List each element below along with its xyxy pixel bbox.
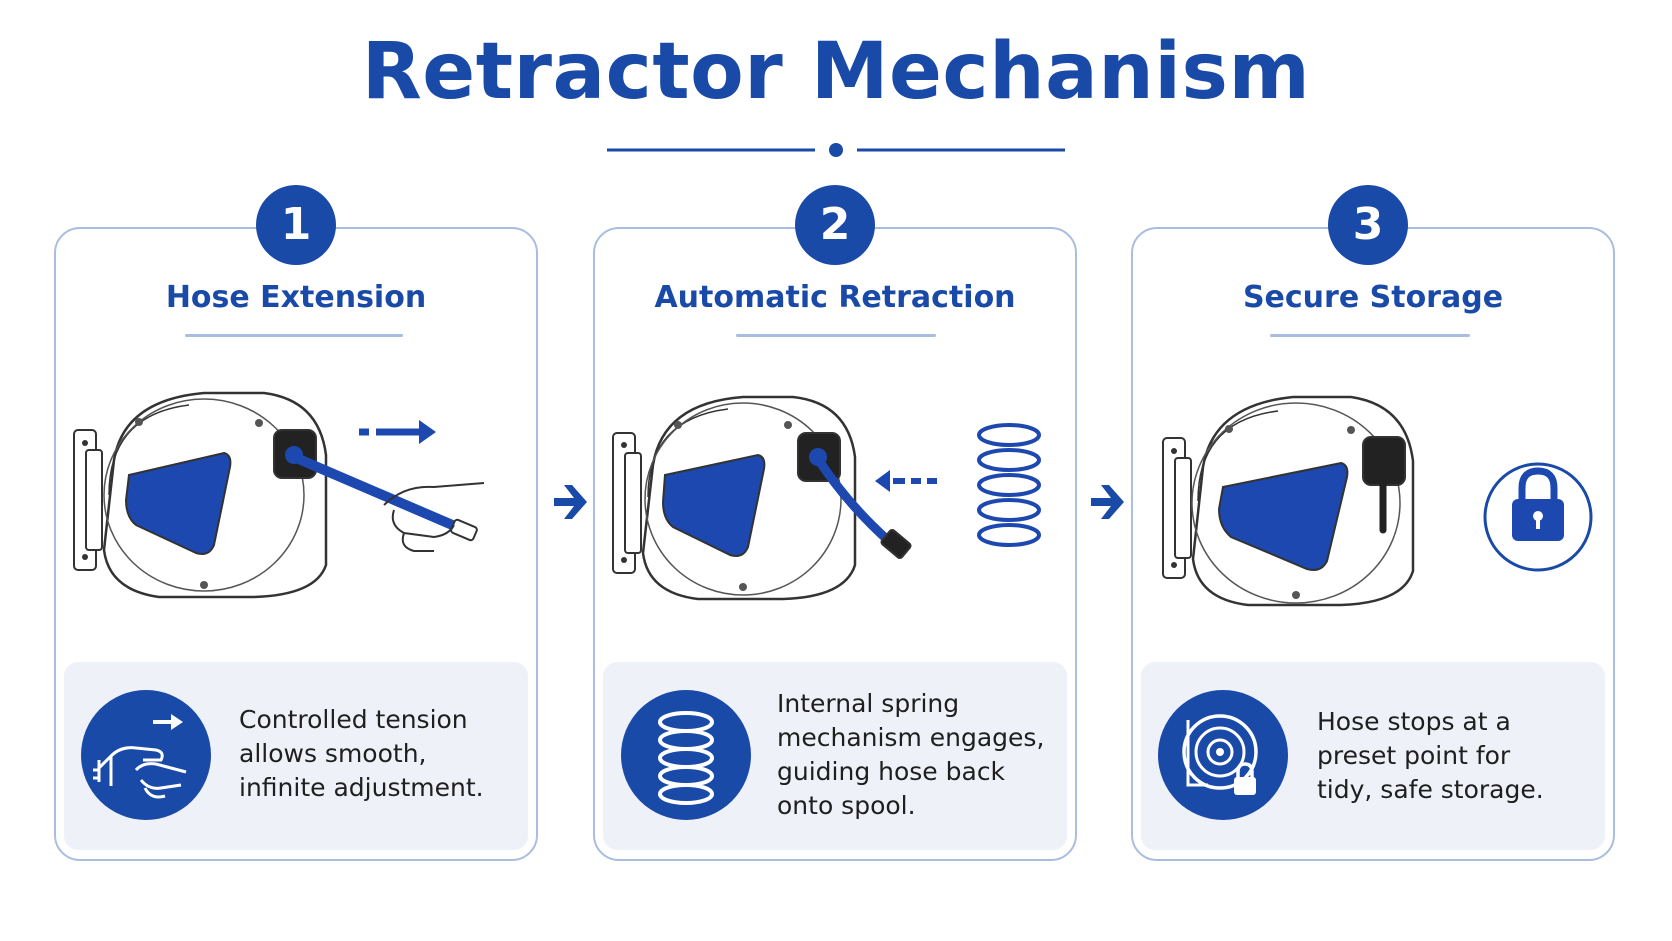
- reel-lock-icon: [1158, 690, 1288, 820]
- title-divider: [607, 143, 1065, 157]
- step-number-badge-2: 2: [795, 185, 875, 265]
- step-title-underline-3: [1270, 334, 1470, 337]
- step-number-badge-3: 3: [1328, 185, 1408, 265]
- description-line: allows smooth,: [239, 739, 427, 768]
- description-line: Hose stops at a: [1317, 707, 1511, 736]
- chevron-right-icon: [554, 485, 587, 519]
- step-number-badge-1: 1: [256, 185, 336, 265]
- hand-pull-icon: [81, 690, 211, 820]
- automatic-retraction-illustration: [612, 395, 1041, 601]
- spring-icon: [621, 690, 751, 820]
- step-title-1: Hose Extension: [165, 280, 427, 315]
- page-title: Retractor Mechanism: [361, 27, 1311, 117]
- secure-storage-illustration: [1162, 395, 1593, 607]
- step-description-1: Controlled tension allows smooth, infini…: [239, 703, 509, 805]
- description-line: onto spool.: [777, 791, 916, 820]
- description-line: guiding hose back: [777, 757, 1006, 786]
- description-line: Internal spring: [777, 689, 960, 718]
- step-description-2: Internal spring mechanism engages, guidi…: [777, 687, 1047, 823]
- description-line: Controlled tension: [239, 705, 468, 734]
- description-line: infinite adjustment.: [239, 773, 484, 802]
- description-line: mechanism engages,: [777, 723, 1045, 752]
- step-title-2: Automatic Retraction: [654, 280, 1016, 315]
- chevron-right-icon: [1091, 485, 1124, 519]
- step-title-underline-1: [185, 334, 403, 337]
- description-line: preset point for: [1317, 741, 1511, 770]
- step-description-3: Hose stops at a preset point for tidy, s…: [1317, 705, 1587, 807]
- step-title-underline-2: [736, 334, 936, 337]
- step-title-3: Secure Storage: [1242, 280, 1504, 315]
- hose-extension-illustration: [73, 391, 485, 599]
- description-line: tidy, safe storage.: [1317, 775, 1544, 804]
